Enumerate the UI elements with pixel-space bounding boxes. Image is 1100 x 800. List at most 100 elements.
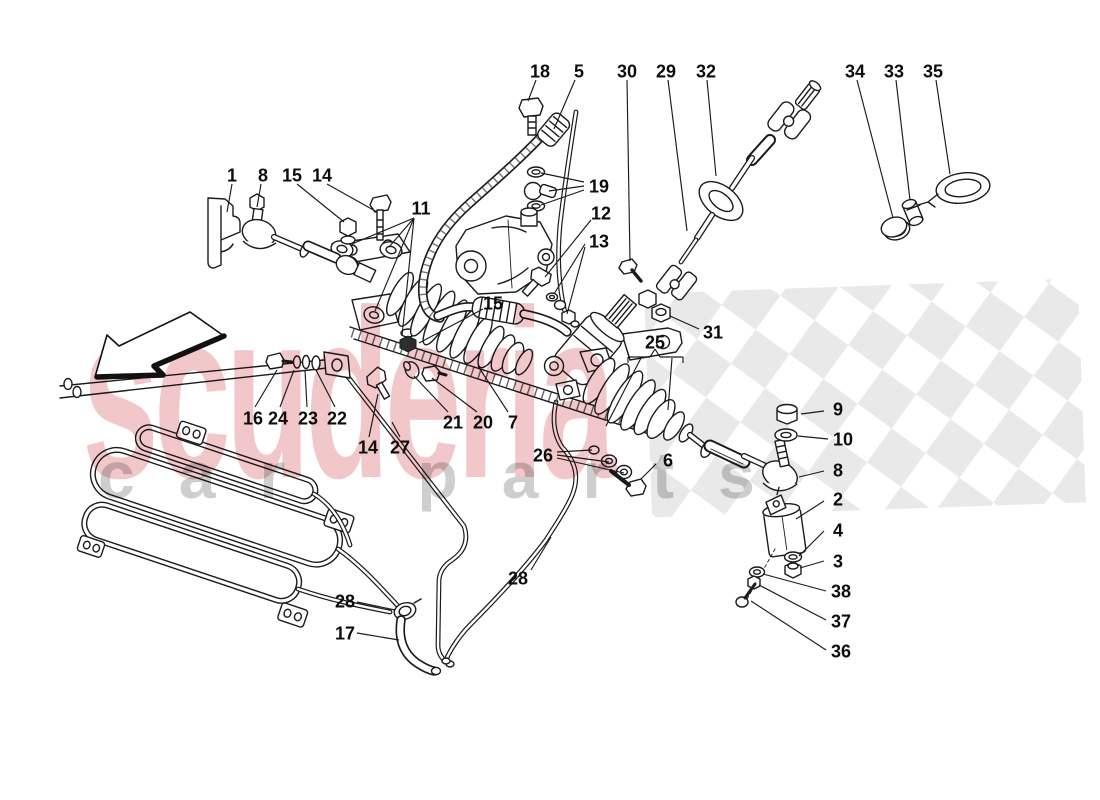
part-number-label[interactable]: 36 — [831, 642, 851, 662]
leader-line — [667, 79, 688, 232]
part-number-label[interactable]: 4 — [833, 521, 843, 541]
oil-cooler-pipe-assembly — [76, 420, 401, 628]
part-number-label[interactable]: 15 — [483, 294, 503, 314]
leader-line — [799, 560, 825, 569]
part-number-label[interactable]: 34 — [845, 62, 865, 82]
nut-31 — [651, 303, 671, 323]
leader-line — [626, 79, 631, 262]
part-number-label[interactable]: 23 — [298, 409, 318, 429]
part-number-label[interactable]: 37 — [831, 612, 851, 632]
part-number-label[interactable]: 17 — [335, 624, 355, 644]
checkered-flag-watermark — [644, 278, 1086, 518]
part-number-label[interactable]: 26 — [533, 446, 553, 466]
part-number-label[interactable]: 14 — [358, 438, 378, 458]
leader-line — [553, 79, 576, 130]
part-number-label[interactable]: 8 — [833, 461, 843, 481]
leader-line — [374, 217, 415, 312]
leader-line — [391, 421, 401, 438]
leader-line — [418, 308, 484, 344]
leader-line — [758, 584, 827, 621]
leader-line — [548, 185, 585, 192]
hose-clamp-28 — [393, 598, 422, 621]
part-number-label[interactable]: 33 — [884, 62, 904, 82]
cooler-mount-tab — [175, 420, 207, 446]
leader-line — [640, 463, 657, 480]
tie-rod-end-left — [241, 193, 377, 283]
part-number-label[interactable]: 2 — [833, 490, 843, 510]
part-number-label[interactable]: 27 — [390, 438, 410, 458]
leader-line — [304, 369, 308, 408]
leader-line — [797, 435, 829, 440]
leader-line — [544, 219, 592, 278]
leader-line — [556, 457, 625, 474]
leader-line — [431, 377, 478, 413]
nut-15 — [399, 335, 417, 353]
leader-line — [895, 79, 911, 201]
washers-13 — [545, 292, 580, 328]
part-number-label[interactable]: 15 — [282, 166, 302, 186]
nut-3 — [784, 561, 802, 579]
leader-line — [315, 369, 336, 408]
tie-rod-right — [686, 403, 798, 492]
part-number-label[interactable]: 20 — [473, 413, 493, 433]
steering-fluid-pipes — [59, 351, 579, 676]
leader-line — [706, 79, 717, 177]
bolt-12 — [521, 266, 552, 297]
leader-line — [388, 217, 415, 248]
leader-line — [356, 632, 400, 641]
part-number-label[interactable]: 18 — [530, 62, 550, 82]
part-number-label[interactable]: 1 — [227, 166, 237, 186]
leader-line — [530, 536, 552, 571]
pipe-washer — [63, 377, 73, 391]
pipe-fitting-21 — [402, 361, 420, 379]
part-number-label[interactable]: 22 — [327, 409, 347, 429]
leader-line — [800, 410, 825, 415]
part-number-label[interactable]: 16 — [243, 409, 263, 429]
part-number-label[interactable]: 12 — [591, 204, 611, 224]
part-number-label[interactable]: 5 — [574, 62, 584, 82]
lower-u-joint — [655, 264, 698, 301]
part-number-label[interactable]: 13 — [589, 232, 609, 252]
leader-line — [351, 217, 415, 245]
part-number-label[interactable]: 28 — [335, 592, 355, 612]
part-number-label[interactable]: 11 — [411, 199, 430, 219]
part-number-label[interactable]: 10 — [833, 430, 853, 450]
part-number-label[interactable]: 9 — [833, 400, 843, 420]
ring-clip-35 — [917, 171, 991, 208]
bolt-14-lower — [366, 366, 391, 400]
part-number-label[interactable]: 21 — [443, 413, 463, 433]
part-number-label[interactable]: 8 — [258, 166, 268, 186]
leader-line — [326, 183, 378, 213]
column-grommet-ring — [698, 180, 744, 222]
part-number-label[interactable]: 14 — [312, 166, 332, 186]
part-number-label[interactable]: 3 — [833, 552, 843, 572]
part-number-label[interactable]: 19 — [589, 177, 609, 197]
leader-line — [856, 79, 894, 219]
leader-line — [553, 243, 586, 295]
upper-u-joint — [767, 101, 812, 140]
nut-9 — [776, 403, 798, 425]
leader-line — [649, 348, 656, 358]
part-number-label[interactable]: 30 — [617, 62, 637, 82]
leader-line — [935, 79, 951, 175]
grommet-34 — [880, 216, 911, 241]
part-number-label[interactable]: 38 — [831, 582, 851, 602]
part-number-label[interactable]: 29 — [656, 62, 676, 82]
abutment-bracket-1 — [207, 197, 241, 269]
part-number-label[interactable]: 31 — [703, 323, 723, 343]
part-number-label[interactable]: 32 — [696, 62, 716, 82]
leader-line — [556, 449, 593, 453]
pinion-valve-housing — [543, 293, 683, 401]
damper-body-2 — [762, 486, 807, 558]
part-number-label[interactable]: 35 — [923, 62, 943, 82]
part-number-label[interactable]: 25 — [645, 333, 665, 353]
part-number-label[interactable]: 7 — [508, 413, 518, 433]
low-pressure-hose-15 — [433, 296, 572, 337]
part-number-label[interactable]: 6 — [663, 451, 673, 471]
part-number-label[interactable]: 24 — [268, 409, 288, 429]
leader-line — [540, 189, 585, 206]
part-number-label[interactable]: 28 — [508, 569, 528, 589]
leader-line — [401, 217, 415, 337]
